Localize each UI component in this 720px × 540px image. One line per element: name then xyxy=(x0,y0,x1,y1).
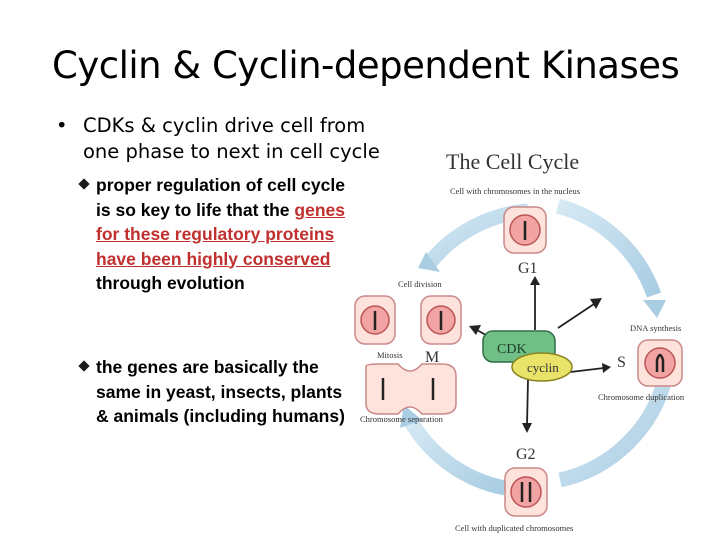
slide-title: Cyclin & Cyclin-dependent Kinases xyxy=(52,44,680,87)
sub-bullet-regulation-text: proper regulation of cell cycle is so ke… xyxy=(96,173,358,296)
cyclin-label: cyclin xyxy=(527,360,559,375)
cycle-arrow-bottom-right xyxy=(558,373,674,488)
g2-cell xyxy=(504,467,548,517)
conserved-genes-highlight: genes for these regulatory proteins have… xyxy=(96,199,345,269)
dividing-cells xyxy=(354,295,462,345)
sub-bullet-regulation-pre: proper regulation of cell cycle is so ke… xyxy=(96,175,345,220)
label-cell-nucleus: Cell with chromosomes in the nucleus xyxy=(450,186,580,196)
label-s: S xyxy=(617,354,626,371)
cdk-label: CDK xyxy=(497,342,527,357)
label-chromosome-separation: Chromosome separation xyxy=(360,414,444,424)
s-phase-cell xyxy=(637,339,683,387)
label-m: M xyxy=(425,349,439,366)
label-g2: G2 xyxy=(516,446,536,463)
cycle-arrow-bottom-left xyxy=(403,416,507,496)
label-chromosome-duplication: Chromosome duplication xyxy=(598,392,685,402)
cycle-arrow-top-right xyxy=(555,198,662,298)
label-mitosis: Mitosis xyxy=(377,350,403,360)
label-dna-synthesis: DNA synthesis xyxy=(630,323,681,333)
bullet-marker: • xyxy=(56,114,68,137)
mitosis-cell xyxy=(365,363,457,415)
sub-bullet-regulation-post: through evolution xyxy=(96,273,245,293)
arrowhead-icon xyxy=(400,405,422,428)
arrowhead-icon xyxy=(418,252,440,272)
cyclin-shape xyxy=(511,352,573,382)
label-duplicated-chromosomes: Cell with duplicated chromosomes xyxy=(455,523,573,533)
g1-cell xyxy=(503,206,547,254)
sub-bullet-species-text: the genes are basically the same in yeas… xyxy=(96,357,345,426)
label-g1: G1 xyxy=(518,260,538,277)
diagram-title: The Cell Cycle xyxy=(446,149,579,174)
bullet-main-text: CDKs & cyclin drive cell from one phase … xyxy=(83,114,380,163)
label-cell-division: Cell division xyxy=(398,279,442,289)
arrowhead-icon xyxy=(643,300,666,318)
